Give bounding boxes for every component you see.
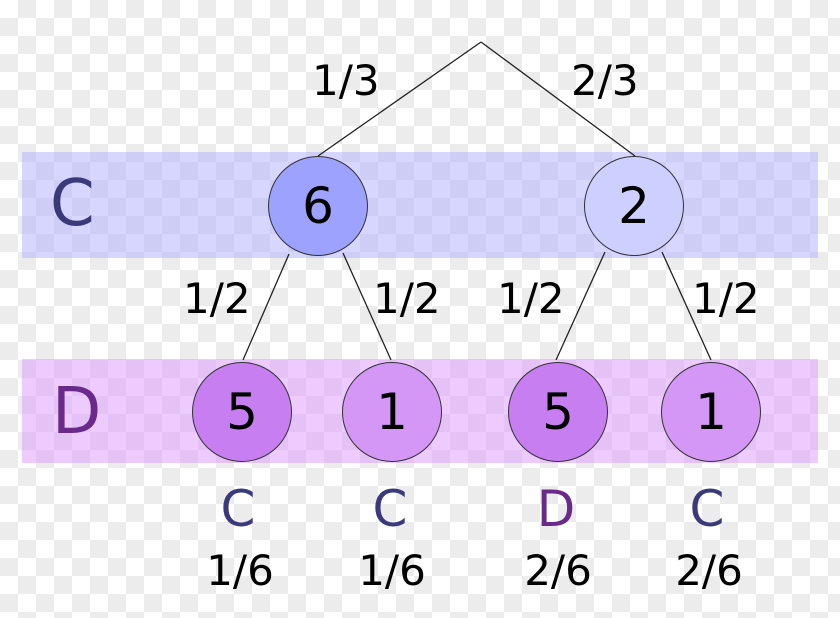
- edge-prob-root-left: 1/3: [312, 56, 380, 105]
- row-band-c: [22, 152, 818, 258]
- edge-c1-d1: [242, 253, 290, 361]
- outcome-choice-1: C: [220, 480, 256, 538]
- outcome-prob-4: 2/6: [675, 546, 743, 595]
- node-d-2: 1: [342, 362, 442, 462]
- row-label-d: D: [52, 375, 102, 449]
- row-label-c: C: [50, 167, 95, 241]
- outcome-prob-3: 2/6: [524, 546, 592, 595]
- edge-prob-root-right: 2/3: [571, 56, 639, 105]
- edge-c1-d2: [342, 252, 392, 361]
- outcome-prob-2: 1/6: [358, 546, 426, 595]
- outcome-prob-1: 1/6: [206, 546, 274, 595]
- node-d-3: 5: [508, 362, 608, 462]
- edge-prob-c1-right: 1/2: [373, 274, 441, 323]
- edge-prob-c2-right: 1/2: [692, 274, 760, 323]
- edge-c2-d3: [555, 251, 606, 361]
- outcome-choice-4: C: [689, 480, 725, 538]
- node-c-right: 2: [584, 156, 684, 256]
- outcome-choice-3: D: [536, 480, 576, 538]
- outcome-choice-2: C: [372, 480, 408, 538]
- node-d-4: 1: [661, 362, 761, 462]
- edge-root-right: [480, 41, 636, 157]
- node-c-left: 6: [268, 156, 368, 256]
- edge-root-left: [317, 41, 482, 157]
- edge-prob-c2-left: 1/2: [497, 274, 565, 323]
- edge-prob-c1-left: 1/2: [183, 274, 251, 323]
- node-d-1: 5: [192, 362, 292, 462]
- edge-c2-d4: [661, 251, 712, 361]
